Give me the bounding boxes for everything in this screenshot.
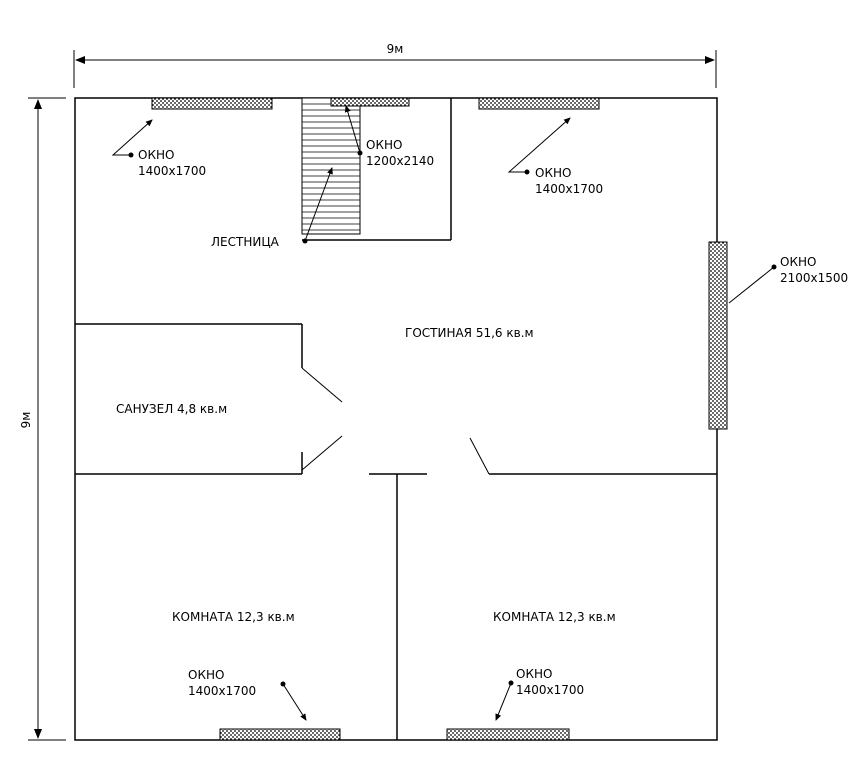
stairs <box>301 97 361 235</box>
window-top-left-size: 1400х1700 <box>138 164 206 178</box>
dimension-left: 9м <box>19 97 66 741</box>
room-living-label: ГОСТИНАЯ 51,6 кв.м <box>405 326 534 340</box>
window-bottom-left-title: ОКНО <box>188 668 224 682</box>
leader-top-left <box>111 119 153 158</box>
window-bottom-right-size: 1400х1700 <box>516 683 584 697</box>
window-top-left-title: ОКНО <box>138 148 174 162</box>
window-bottom-right-title: ОКНО <box>516 667 552 681</box>
window-top-right <box>478 97 600 110</box>
leader-stairs <box>302 167 333 244</box>
window-top-mid-size: 1200х2140 <box>366 154 434 168</box>
leader-top-mid <box>344 105 363 156</box>
room-bathroom-label: САНУЗЕЛ 4,8 кв.м <box>116 402 227 416</box>
outer-walls <box>74 97 718 741</box>
dimension-top: 9м <box>73 42 717 88</box>
window-bottom-right <box>446 728 570 741</box>
window-right <box>708 241 728 430</box>
stairs-label: ЛЕСТНИЦА <box>211 235 280 249</box>
bedroom-walls <box>369 437 717 740</box>
dimension-left-label: 9м <box>19 412 33 429</box>
stair-enclosure <box>302 98 452 241</box>
window-top-right-title: ОКНО <box>535 166 571 180</box>
window-top-left <box>151 97 273 110</box>
window-right-size: 2100х1500 <box>780 271 848 285</box>
leader-bottom-right <box>495 680 514 721</box>
window-top-mid <box>330 97 410 107</box>
leader-top-right <box>507 117 571 175</box>
window-right-title: ОКНО <box>780 255 816 269</box>
window-top-mid-title: ОКНО <box>366 138 402 152</box>
window-top-right-size: 1400х1700 <box>535 182 603 196</box>
bathroom-walls <box>75 323 343 475</box>
window-bottom-left <box>219 728 341 741</box>
dimension-top-label: 9м <box>387 42 404 56</box>
room-right-label: КОМНАТА 12,3 кв.м <box>493 610 616 624</box>
window-bottom-left-size: 1400х1700 <box>188 684 256 698</box>
leader-right <box>728 264 777 304</box>
room-left-label: КОМНАТА 12,3 кв.м <box>172 610 295 624</box>
leader-bottom-left <box>280 681 307 721</box>
